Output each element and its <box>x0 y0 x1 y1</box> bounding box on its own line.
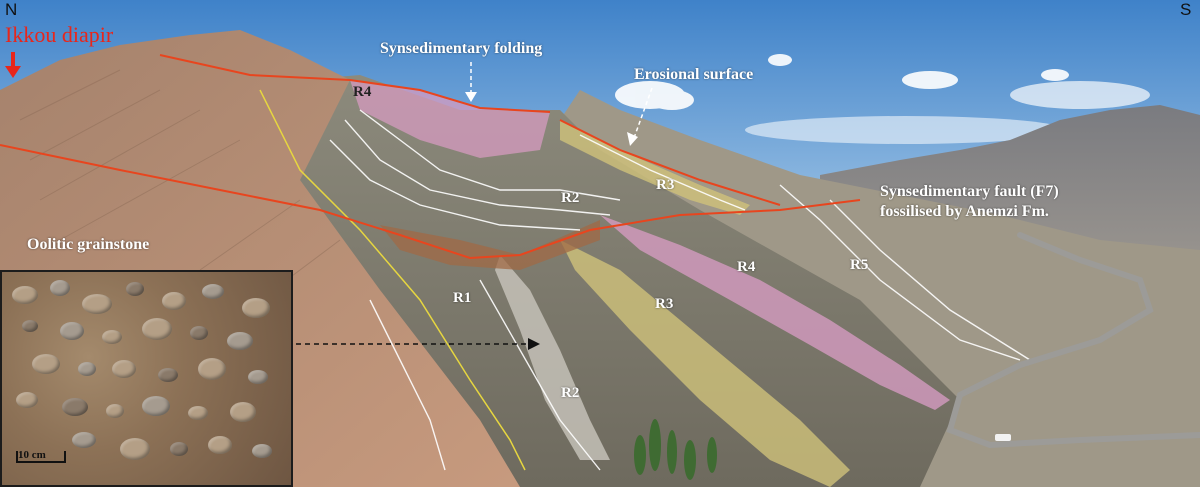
left-mountain-bedding <box>19 69 341 301</box>
diapir-arrow-head <box>5 66 21 78</box>
fault-lines <box>0 54 861 260</box>
unit-r4-mid: R4 <box>737 259 756 275</box>
erosional-arrow-head <box>627 132 638 146</box>
r4-band <box>600 215 950 410</box>
unit-r1: R1 <box>453 290 472 306</box>
annotation-arrows <box>470 62 653 139</box>
yellow-boundary <box>259 89 526 471</box>
r4-fold-unit <box>350 80 550 158</box>
unit-r3-lower: R3 <box>655 296 674 312</box>
r3-lower-band <box>560 240 850 487</box>
unit-r5: R5 <box>850 257 869 273</box>
label-fault-line2: fossilised by Anemzi Fm. <box>880 203 1049 220</box>
clouds <box>615 54 1150 144</box>
fault-wedge <box>380 220 600 270</box>
scale-bar <box>16 451 66 463</box>
folding-arrow-head <box>465 92 477 102</box>
unit-r2-upper: R2 <box>561 190 580 206</box>
r2-lower-band <box>495 255 610 460</box>
bedding-lines <box>329 109 1031 471</box>
label-fault-line1: Synsedimentary fault (F7) <box>880 183 1059 200</box>
structure-name: Ikkou diapir <box>5 22 114 47</box>
inset-pointer-arrow-head <box>528 338 540 350</box>
grainstone-inset-photo: 10 cm <box>0 270 293 487</box>
trees <box>634 419 717 480</box>
unit-r3-upper: R3 <box>656 177 675 193</box>
compass-south: S <box>1180 0 1192 19</box>
scale-label: 10 cm <box>18 449 46 461</box>
unit-r2-lower: R2 <box>561 385 580 401</box>
compass-north: N <box>5 0 18 19</box>
car <box>995 434 1011 441</box>
road <box>946 232 1200 449</box>
label-erosional-surface: Erosional surface <box>634 66 754 83</box>
unit-r4-top: R4 <box>353 84 372 100</box>
label-synsedimentary-folding: Synsedimentary folding <box>380 40 543 57</box>
label-oolitic-grainstone: Oolitic grainstone <box>27 236 150 253</box>
